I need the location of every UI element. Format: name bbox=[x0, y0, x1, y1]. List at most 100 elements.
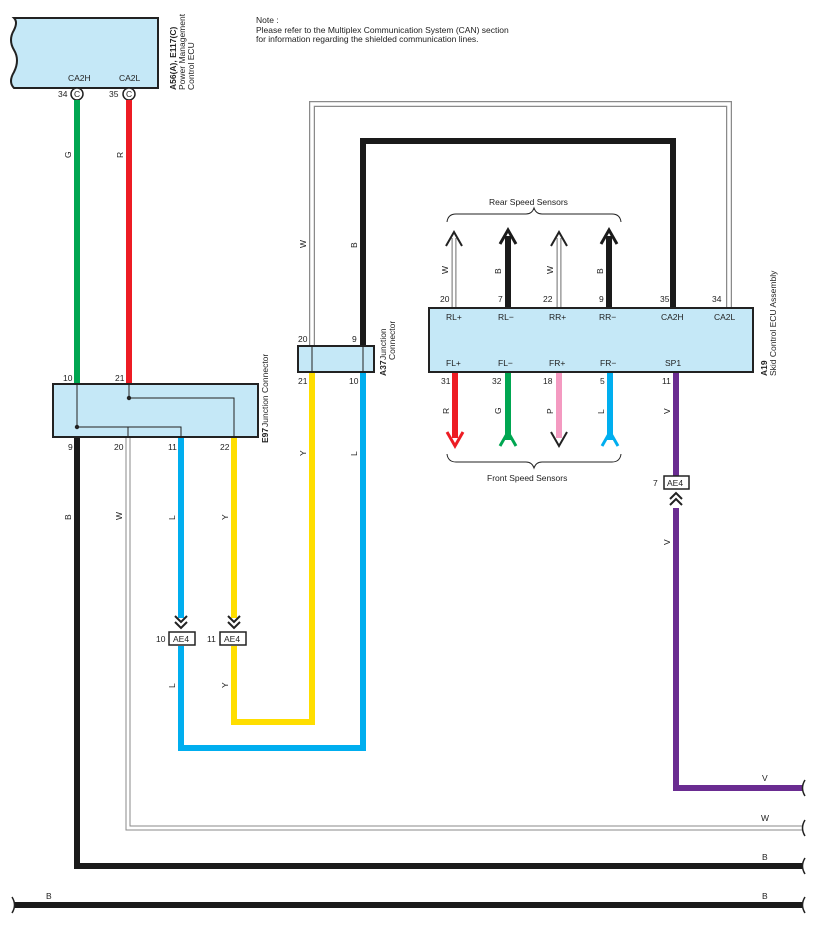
a19-name: Skid Control ECU Assembly bbox=[768, 270, 778, 376]
ae4-connector-7: AE4 7 bbox=[653, 475, 690, 506]
label-b-bottom-right: B bbox=[762, 891, 768, 901]
note: Note : Please refer to the Multiplex Com… bbox=[256, 15, 509, 45]
a37-pin-10: 10 bbox=[349, 376, 359, 386]
ae4-10-chevron-1 bbox=[174, 615, 188, 624]
label-white-w-e97: W bbox=[114, 512, 124, 520]
wire-blue-a37-ae4 bbox=[178, 372, 366, 751]
a19-bottom-num-31: 31 bbox=[441, 376, 451, 386]
label-purple-v: V bbox=[662, 539, 672, 545]
label-b-bottom-left: B bbox=[46, 891, 52, 901]
ae4-connector-11: AE4 11 bbox=[207, 615, 247, 646]
a19-label-fl-plus: FL+ bbox=[446, 358, 461, 368]
front-brace bbox=[446, 453, 622, 470]
e97-trace-b bbox=[128, 384, 235, 437]
a19-label-sp1: SP1 bbox=[665, 358, 681, 368]
a19-label-fl-minus: FL− bbox=[498, 358, 513, 368]
break-v bbox=[801, 779, 806, 797]
a19-label-rr-minus: RR− bbox=[599, 312, 616, 322]
ae4-connector-10: AE4 10 bbox=[156, 615, 196, 646]
pm-ecu-caption: A56(A), E117(C) Power Management Control… bbox=[168, 13, 196, 90]
label-blue-l-lower: L bbox=[167, 683, 177, 688]
a37-name-1: Junction bbox=[378, 328, 388, 360]
label-red-r: R bbox=[115, 152, 125, 158]
a19-caption: A19 Skid Control ECU Assembly bbox=[759, 270, 778, 376]
ae4-11-pin: 11 bbox=[207, 634, 216, 644]
e97-name: Junction Connector bbox=[260, 354, 270, 427]
note-title: Note : bbox=[256, 15, 279, 25]
label-rl-plus-w: W bbox=[440, 266, 450, 274]
label-white-w-a37: W bbox=[298, 240, 308, 248]
label-fr-minus-l: L bbox=[596, 409, 606, 414]
note-line-2: for information regarding the shielded c… bbox=[256, 34, 479, 44]
label-black-b-e97: B bbox=[63, 514, 73, 520]
a19-label-rr-plus: RR+ bbox=[549, 312, 566, 322]
arrow-fr-minus bbox=[600, 428, 620, 447]
arrow-rr-minus bbox=[599, 226, 619, 245]
sensor-braces bbox=[446, 206, 622, 470]
front-sensors-label: Front Speed Sensors bbox=[487, 473, 567, 483]
a19-top-num-9: 9 bbox=[599, 294, 604, 304]
wires bbox=[14, 100, 803, 908]
ae4-11-box bbox=[219, 631, 247, 646]
pm-ecu: CA2H CA2L A56(A), E117(C) Power Manageme… bbox=[10, 13, 196, 101]
ae4-10-pin: 10 bbox=[156, 634, 166, 644]
a19-top-num-34: 34 bbox=[712, 294, 722, 304]
a19-bottom-num-18: 18 bbox=[543, 376, 553, 386]
pm-connector-c-34-letter: C bbox=[74, 89, 80, 99]
a37-pin-20: 20 bbox=[298, 334, 308, 344]
a37-pin-21: 21 bbox=[298, 376, 308, 386]
a37-caption: A37 Junction Connector bbox=[378, 321, 397, 376]
ae4-10-label: AE4 bbox=[173, 634, 189, 644]
a37-box bbox=[297, 345, 375, 373]
ae4-11-chevron-2 bbox=[227, 621, 241, 630]
arrow-rr-plus bbox=[550, 229, 568, 247]
label-yellow-y-e97: Y bbox=[220, 514, 230, 520]
ae4-7-box bbox=[663, 475, 690, 490]
label-w-end: W bbox=[761, 813, 769, 823]
wire-purple-v bbox=[673, 508, 803, 791]
arrow-fr-plus bbox=[550, 431, 568, 449]
a19-bottom-num-5: 5 bbox=[600, 376, 605, 386]
rear-brace bbox=[446, 206, 622, 223]
label-black-b-a37: B bbox=[349, 242, 359, 248]
pm-pin-ca2h-label: CA2H bbox=[68, 73, 91, 83]
a19-top-num-35: 35 bbox=[660, 294, 670, 304]
wire-black-e97 bbox=[74, 437, 803, 869]
pm-ecu-code: A56(A), E117(C) bbox=[168, 27, 178, 90]
ae4-11-chevron-1 bbox=[227, 615, 241, 624]
ae4-11-label: AE4 bbox=[224, 634, 240, 644]
a37-connector: 20 9 21 10 A37 Junction Connector bbox=[297, 321, 397, 386]
a19-box bbox=[428, 307, 754, 373]
wire-yellow-a37-ae4 bbox=[231, 372, 315, 725]
pm-ecu-name-1: Power Management bbox=[177, 13, 187, 90]
break-b bbox=[801, 857, 806, 875]
a19-label-rl-minus: RL− bbox=[498, 312, 514, 322]
arrow-fl-minus bbox=[498, 428, 518, 447]
wire-labels: G R W B W B W B R G P L V Y L B W L Y V … bbox=[46, 151, 769, 901]
ae4-7-label: AE4 bbox=[667, 478, 683, 488]
a19-top-num-20: 20 bbox=[440, 294, 450, 304]
label-blue-l-a37: L bbox=[349, 451, 359, 456]
e97-caption: E97 Junction Connector bbox=[260, 354, 270, 443]
a19-ecu: 20 7 22 9 35 34 RL+ RL− RR+ RR− CA2H CA2… bbox=[428, 270, 778, 386]
pm-pin-ca2l-label: CA2L bbox=[119, 73, 141, 83]
a19-bottom-num-32: 32 bbox=[492, 376, 502, 386]
e97-node-a bbox=[74, 424, 80, 430]
ae4-7-chevron-2 bbox=[669, 497, 683, 506]
break-w bbox=[801, 819, 806, 837]
note-line-1: Please refer to the Multiplex Communicat… bbox=[256, 24, 509, 35]
e97-box bbox=[52, 383, 259, 438]
break-bottom-right bbox=[801, 896, 806, 914]
label-yellow-y-lower: Y bbox=[220, 682, 230, 688]
rear-sensors-label: Rear Speed Sensors bbox=[489, 197, 568, 207]
e97-connector: 10 21 9 20 11 22 E97 Junction Connector bbox=[52, 354, 270, 452]
arrow-rl-plus bbox=[445, 229, 463, 247]
label-fl-minus-g: G bbox=[493, 407, 503, 414]
label-fr-plus-p: P bbox=[545, 408, 555, 414]
a19-label-ca2h: CA2H bbox=[661, 312, 684, 322]
e97-code: E97 bbox=[260, 428, 270, 443]
e97-pin-20: 20 bbox=[114, 442, 124, 452]
a19-top-num-22: 22 bbox=[543, 294, 553, 304]
e97-trace-a bbox=[76, 384, 182, 437]
